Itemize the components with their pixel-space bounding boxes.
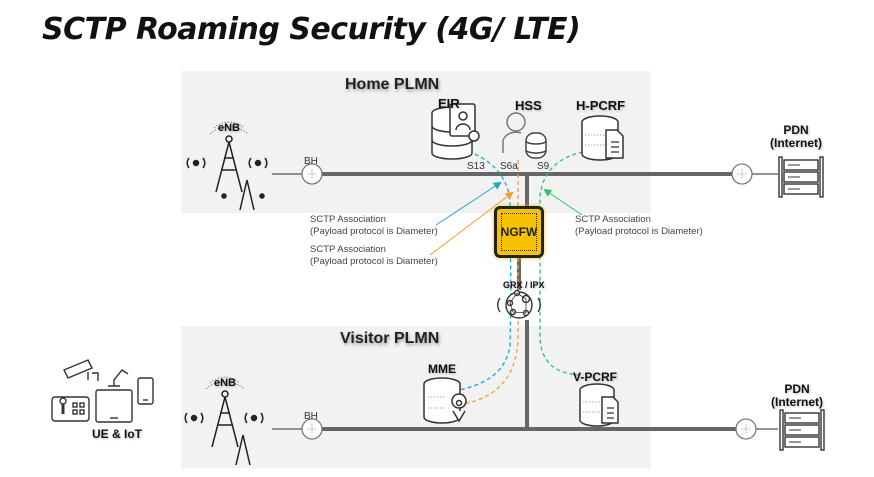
- annotation-sctp-orange: SCTP Association (Payload protocol is Di…: [310, 244, 438, 268]
- home-plmn-panel: [181, 71, 651, 213]
- visitor-pdn-label-line1: PDN: [784, 382, 810, 396]
- s13-interface-label: S13: [467, 161, 485, 172]
- hpcrf-database-icon: [581, 115, 624, 161]
- home-plmn-title: Home PLMN: [345, 76, 440, 93]
- visitor-pdn-label: PDN (Internet): [771, 383, 823, 409]
- home-bh-label: BH: [304, 156, 318, 167]
- hss-subscriber-icon: [502, 112, 547, 159]
- home-pdn-label-line2: (Internet): [770, 136, 822, 150]
- visitor-enb-label: eNB: [214, 377, 237, 389]
- annotation-line2: (Payload protocol is Diameter): [575, 226, 703, 237]
- grx-ipx-network-icon: [497, 289, 541, 319]
- annotation-line2: (Payload protocol is Diameter): [310, 226, 438, 237]
- annotation-line1: SCTP Association: [310, 214, 386, 225]
- ue-iot-label: UE & IoT: [92, 427, 142, 441]
- slide-title: SCTP Roaming Security (4G/ LTE): [42, 12, 581, 47]
- visitor-pdn-label-line2: (Internet): [771, 395, 823, 409]
- home-enb-label: eNB: [218, 122, 241, 134]
- eir-database-icon: [431, 103, 480, 160]
- annotation-arrow-orange: [429, 191, 514, 256]
- vpcrf-database-icon: [579, 383, 619, 427]
- ue-iot-devices-icon: [51, 359, 154, 423]
- s9-interface-label: S9: [537, 161, 550, 172]
- annotation-arrow-blue: [435, 181, 502, 226]
- s9-link: [539, 151, 585, 376]
- annotation-sctp-blue: SCTP Association (Payload protocol is Di…: [310, 214, 438, 238]
- home-pdn-router-icon: [731, 163, 753, 185]
- mme-database-icon: [423, 377, 467, 424]
- visitor-pdn-server-rack-icon: [779, 409, 825, 451]
- s6a-interface-label: S6a: [500, 161, 518, 172]
- visitor-enb-tower-icon: [184, 376, 264, 466]
- grx-ipx-label: GRX / IPX: [503, 280, 545, 290]
- mme-label: MME: [428, 362, 456, 376]
- annotation-sctp-green: SCTP Association (Payload protocol is Di…: [575, 214, 703, 238]
- vpcrf-label: V-PCRF: [573, 370, 618, 384]
- home-pdn-label: PDN (Internet): [770, 124, 822, 150]
- home-pdn-label-line1: PDN: [783, 123, 809, 137]
- ngfw-firewall: NGFW: [494, 206, 544, 258]
- annotation-line2: (Payload protocol is Diameter): [310, 256, 438, 267]
- annotation-arrow-green: [543, 188, 583, 216]
- s6a-link: [461, 160, 519, 405]
- visitor-bh-label: BH: [304, 411, 318, 422]
- home-pdn-server-rack-icon: [778, 156, 824, 198]
- hpcrf-label: H-PCRF: [576, 98, 626, 113]
- s13-link: [445, 146, 512, 393]
- hss-label: HSS: [515, 98, 542, 113]
- ngfw-label: NGFW: [501, 213, 537, 251]
- home-bh-router-icon: [301, 163, 323, 185]
- annotation-line1: SCTP Association: [575, 214, 651, 225]
- home-enb-tower-icon: [186, 121, 268, 211]
- visitor-bh-router-icon: [301, 418, 323, 440]
- visitor-plmn-title: Visitor PLMN: [340, 330, 440, 347]
- visitor-plmn-panel: [181, 326, 651, 468]
- annotation-line1: SCTP Association: [310, 244, 386, 255]
- visitor-pdn-router-icon: [735, 418, 757, 440]
- eir-label: EIR: [438, 96, 460, 111]
